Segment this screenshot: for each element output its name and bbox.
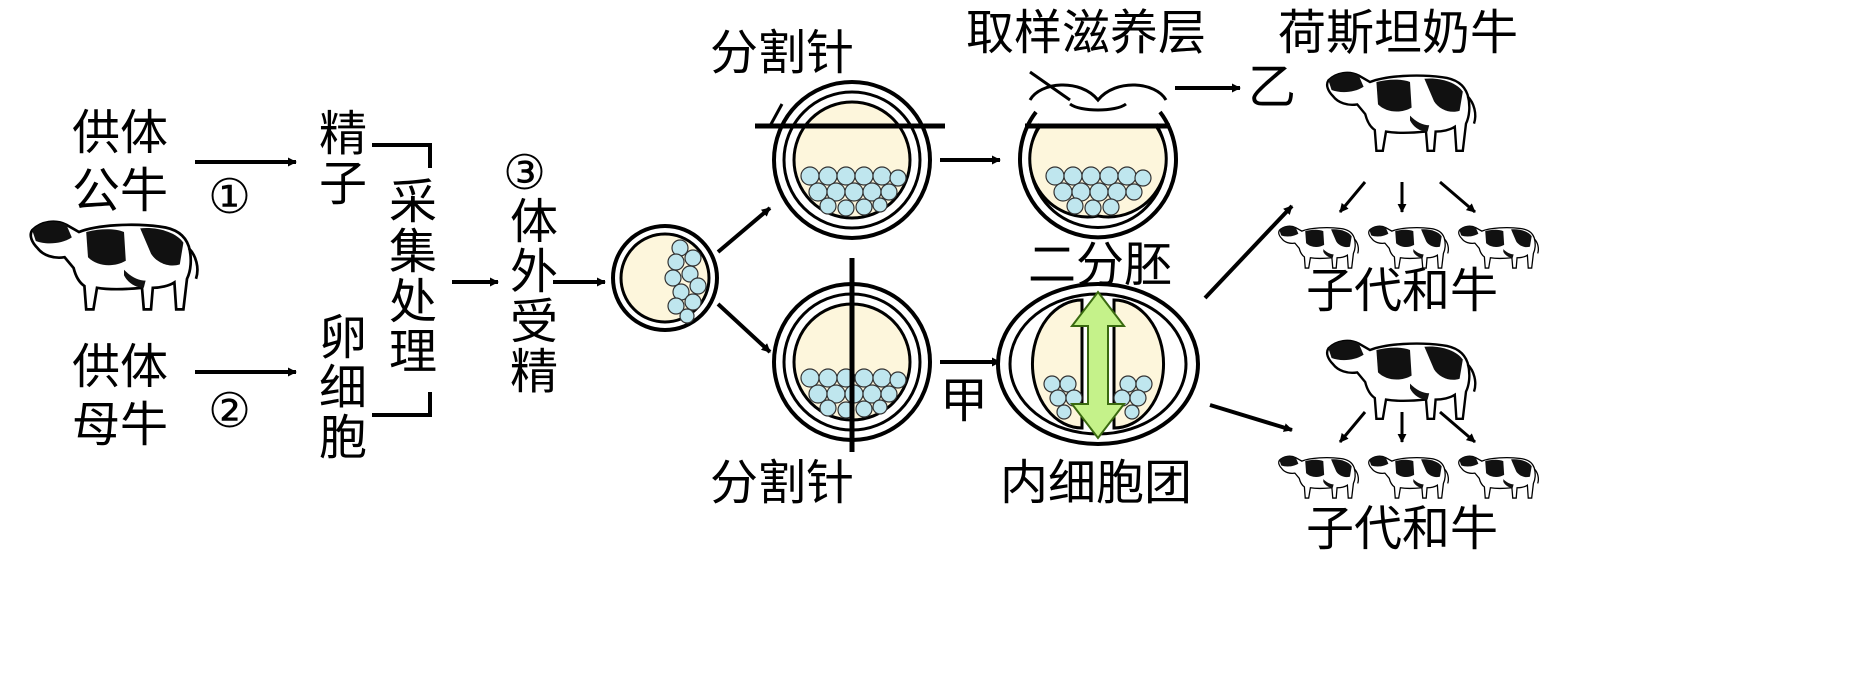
egg-label: 卵细胞 bbox=[310, 312, 366, 462]
donor-cow-label: 供体母牛 bbox=[72, 339, 169, 453]
sample-trophoblast-label: 取样滋养层 bbox=[966, 5, 1207, 61]
step-2-label: ② bbox=[208, 383, 252, 439]
collect-bracket bbox=[372, 143, 432, 417]
ivf-label: 体外受精 bbox=[501, 196, 557, 396]
offspring-bottom-label: 子代和牛 bbox=[1306, 501, 1499, 557]
holstein-cow-top bbox=[1325, 71, 1477, 153]
half-embryo-sampled bbox=[1018, 70, 1178, 240]
holstein-label: 荷斯坦奶牛 bbox=[1278, 5, 1519, 61]
step-3-label: ③ bbox=[503, 145, 547, 201]
offspring-top-label: 子代和牛 bbox=[1306, 263, 1499, 319]
calf-bottom-3 bbox=[1458, 455, 1540, 499]
blastocyst-top bbox=[772, 80, 932, 240]
two-embryo-label: 二分胚 bbox=[1028, 237, 1173, 293]
early-embryo bbox=[611, 224, 719, 332]
arrow-to-bottom-split bbox=[716, 302, 772, 354]
donor-cow-image bbox=[29, 220, 199, 311]
needle-top-label: 分割针 bbox=[710, 25, 855, 81]
collect-label: 采集处理 bbox=[380, 176, 436, 376]
donor-bull-label: 供体公牛 bbox=[72, 105, 169, 219]
needle-top-pointer bbox=[768, 103, 784, 127]
green-double-arrow bbox=[1069, 290, 1127, 440]
calf-arrow-bl bbox=[1338, 411, 1367, 443]
arrow-to-holstein-top bbox=[1203, 204, 1294, 300]
calf-arrow-tr bbox=[1439, 180, 1476, 214]
inner-cell-mass-label: 内细胞团 bbox=[1000, 455, 1193, 511]
jia-label: 甲 bbox=[940, 373, 989, 429]
calf-arrow-tl bbox=[1338, 181, 1367, 213]
calf-bottom-1 bbox=[1278, 455, 1360, 499]
yi-label: 乙 bbox=[1248, 59, 1297, 115]
arrow-to-top-split bbox=[716, 206, 772, 254]
holstein-cow-bottom bbox=[1325, 339, 1477, 420]
needle-bottom-label: 分割针 bbox=[710, 455, 855, 511]
calf-bottom-2 bbox=[1368, 455, 1450, 499]
arrow-to-holstein-bottom bbox=[1209, 403, 1293, 432]
step-1-label: ① bbox=[208, 169, 252, 225]
sperm-label: 精子 bbox=[310, 108, 366, 208]
calf-arrow-br bbox=[1439, 410, 1476, 444]
